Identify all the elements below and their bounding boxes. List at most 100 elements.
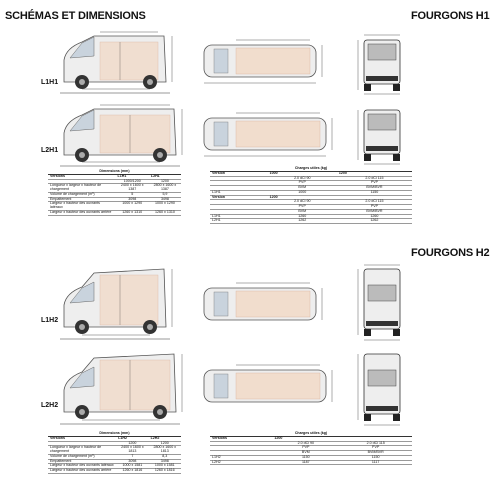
dimensions-table-h1: Dimensions (mm) Versions L1H1 L2H1 1000/… (48, 169, 181, 216)
table-cell: BVM (272, 450, 340, 456)
side-view-l1h1 (60, 31, 173, 94)
table-cell (210, 441, 273, 447)
table-cell: 1200 (148, 441, 181, 447)
table-cell: Largeur x hauteur des ouvrants arrière (48, 468, 117, 474)
table-cell: BVM/BVR (336, 185, 412, 191)
table-cell: 1150 (272, 455, 340, 461)
table-cell: Longueur x largeur x hauteur de chargeme… (48, 446, 117, 455)
side-view-l1h2 (60, 268, 173, 340)
table-cell: 1000 x 1581 (148, 464, 181, 470)
table-row: Empattement 3098 3498 (48, 197, 181, 203)
table-cell: PVP (339, 445, 412, 452)
table-cell: 1262 (336, 219, 412, 225)
table-row: Largeur x hauteur des ouvrants arrière 1… (48, 210, 181, 216)
side-view-l2h1 (60, 104, 183, 167)
table-cell: BVM/BVR (339, 450, 412, 456)
variant-label-l1h2: L1H2 (41, 317, 59, 324)
table-cell: Volume de chargement (m³) (48, 454, 117, 460)
top-view-l1h1 (203, 39, 323, 84)
table-caption: Charges utiles (kg) (210, 431, 412, 437)
table-cell: 3498 (148, 197, 181, 203)
table-cell: 1260 (267, 214, 337, 220)
table-cell: 1260 (336, 214, 412, 220)
table-cell: 1187 (272, 460, 340, 466)
table-cell: 3098 (116, 459, 149, 465)
table-cell: 2.0 dCi 90 (267, 176, 337, 182)
table-cell: Volume de chargement (m³) (48, 192, 116, 198)
table-cell: 2.0 dCi 115 (336, 200, 412, 206)
table-cell: 2400 x 1600 x 1387 (115, 184, 149, 193)
table-cell: 1260 x 1816 (148, 468, 181, 474)
table-cell: 5 (115, 192, 149, 198)
table-cell: 1000 x 1290 (115, 202, 149, 211)
table-cell (210, 176, 268, 182)
table-cell: 2800 x 1600 x 1387 (148, 184, 181, 193)
table-cell: 2.0 dCi 115 (339, 441, 412, 447)
table-cell: 1150 (336, 190, 412, 196)
table-cell: BVM (267, 185, 337, 191)
table-cell (210, 180, 268, 187)
front-rear-view-l2h2 (357, 353, 401, 426)
variant-label-l1h1: L1H1 (41, 79, 59, 86)
table-cell: 3098 (115, 197, 149, 203)
table-cell (210, 445, 273, 452)
table-cell: L1H1 (210, 214, 268, 220)
table-cell: 7 (116, 454, 149, 460)
table-header (336, 195, 412, 201)
table-header: L2H1 (148, 174, 181, 180)
table-cell: BVM (267, 209, 337, 215)
table-cell: 1260 x 1816 (116, 468, 149, 474)
table-cell: 1000 x 1290 (148, 202, 181, 211)
payload-table-h1: Charges utiles (kg) Version 1000 1200 2.… (210, 166, 412, 225)
table-cell (210, 204, 268, 210)
table-row: Longueur x largeur x hauteur de chargeme… (48, 446, 181, 455)
section-title-h2: FOURGONS H2 (411, 247, 490, 259)
table-caption: Dimensions (mm) (48, 169, 181, 175)
table-cell: 2.0 dCi 90 (272, 441, 340, 447)
table-cell: 2800 x 1600 x 1813 (148, 446, 181, 455)
table-header: 1200 (267, 195, 337, 201)
side-view-l2h2 (60, 353, 183, 425)
table-cell: 1000/1200 (115, 179, 149, 185)
table-cell: 1200 (148, 179, 181, 185)
table-cell: 1260 x 1310 (115, 210, 149, 216)
table-header: Versions (48, 436, 117, 442)
table-cell: 2.0 dCi 115 (336, 176, 412, 182)
page-title: SCHÉMAS ET DIMENSIONS (5, 10, 146, 22)
table-cell: PVP (267, 204, 337, 210)
table-cell (210, 185, 268, 191)
table-cell: 3498 (148, 459, 181, 465)
table-header: L1H2 (116, 436, 149, 442)
table-cell: PVP (272, 445, 340, 452)
table-cell: 1150 (339, 455, 412, 461)
table-cell: 1000 (267, 190, 337, 196)
table-cell: 2.0 dCi 90 (267, 200, 337, 206)
table-row: Volume de chargement (m³) 5 5,9 (48, 192, 181, 198)
table-caption: Dimensions (mm) (48, 431, 181, 437)
table-cell (210, 450, 273, 456)
variant-label-l2h2: L2H2 (41, 402, 59, 409)
table-cell: 2400 x 1600 x 1813 (116, 446, 149, 455)
table-header: 1000 (267, 171, 337, 177)
top-view-l1h2 (203, 282, 323, 321)
table-cell: Largeur x hauteur des ouvrants latéraux (48, 202, 116, 211)
table-header (339, 436, 412, 442)
table-header: Versions (48, 174, 116, 180)
table-cell (210, 199, 268, 206)
